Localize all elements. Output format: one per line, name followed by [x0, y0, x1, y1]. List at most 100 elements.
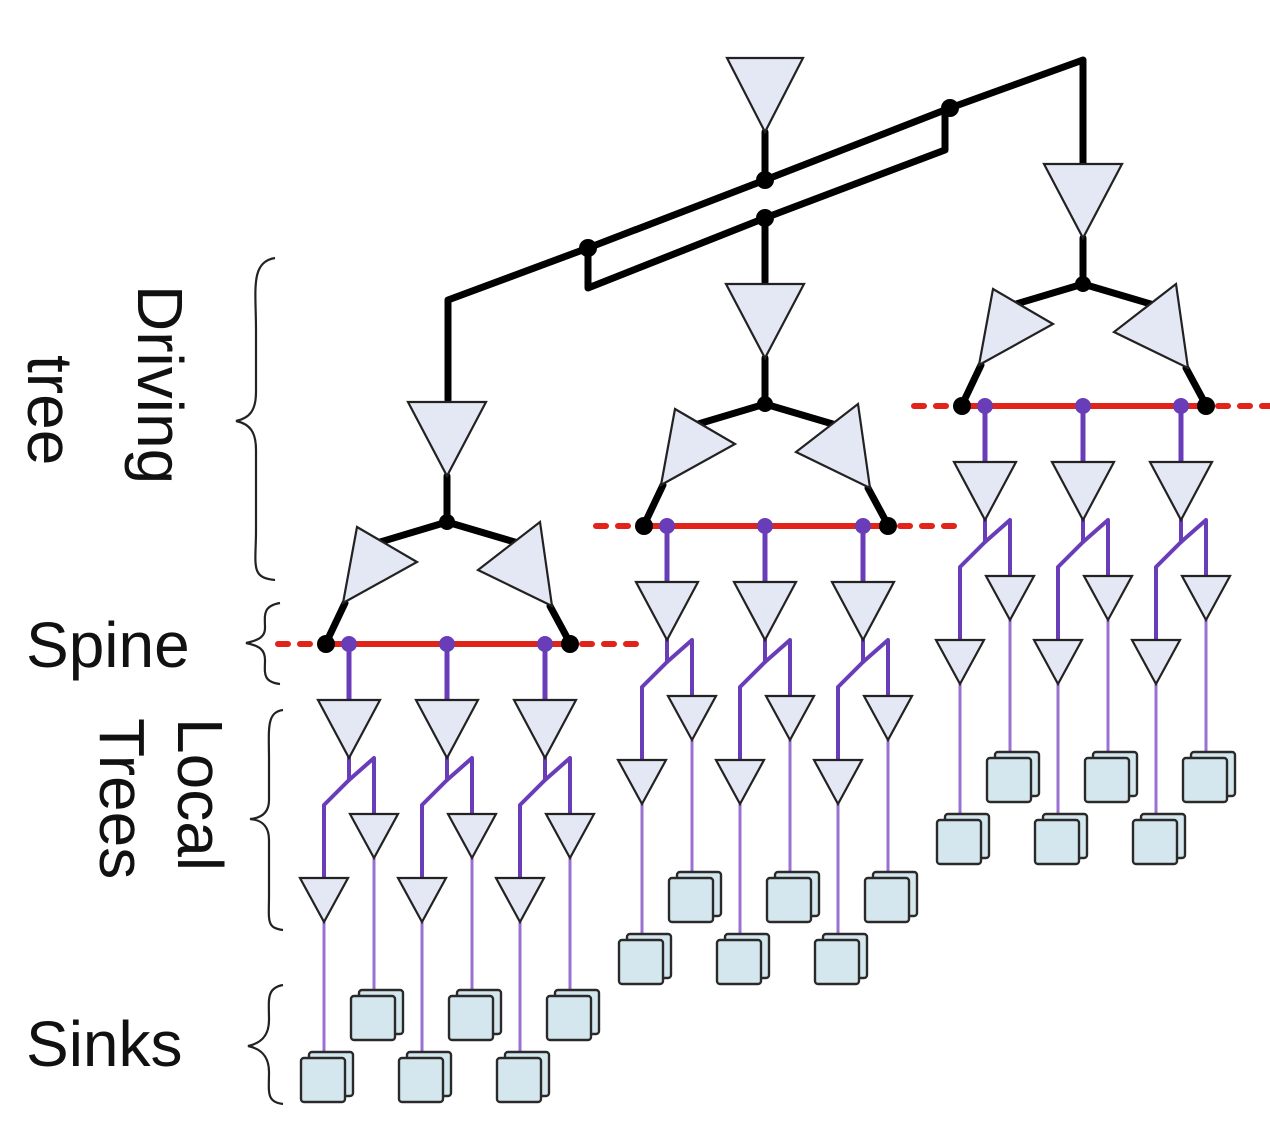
- junction-dot: [439, 514, 455, 530]
- cluster-right-tap-2-right-split-wire: [1081, 518, 1110, 578]
- cluster-middle-left-branch-buffer: [659, 407, 738, 488]
- cluster-middle-tap-1-sink-lower: [617, 932, 673, 986]
- cluster-right-tap-1-sink-lower: [935, 812, 991, 866]
- cluster-right-tap-3-right-split-wire: [1179, 518, 1208, 578]
- sink-front-square: [1083, 756, 1131, 804]
- cluster-left-tap-1-left-leaf-buffer: [298, 876, 350, 925]
- sink-front-square: [397, 1056, 445, 1104]
- label-driving-tree-line1: Driving: [124, 285, 196, 484]
- cluster-left-tap-2-right-split-wire: [445, 756, 474, 816]
- sink-front-square: [495, 1056, 543, 1104]
- sink-front-square: [299, 1056, 347, 1104]
- sink-front-square: [935, 818, 983, 866]
- cluster-middle-tap-1-left-split-wire: [640, 638, 669, 762]
- cluster-left-tap-2-local-buffer: [414, 698, 480, 761]
- cluster-left-tap-3-sink-upper: [545, 988, 601, 1042]
- cluster-middle-tap-1-left-leaf-buffer: [616, 758, 668, 807]
- label-driving-tree-line2: tree: [14, 355, 86, 465]
- cluster-middle-tap-3-sink-lower: [813, 932, 869, 986]
- spine-end-dot: [317, 635, 335, 653]
- sink-front-square: [545, 994, 593, 1042]
- shapes-layer: [298, 56, 1237, 1104]
- brace-sinks: [247, 983, 284, 1106]
- sink-front-square: [1181, 756, 1229, 804]
- braces: [235, 256, 284, 1106]
- spine-end-dot: [635, 517, 653, 535]
- cluster-right-tap-3-sink-lower: [1131, 812, 1187, 866]
- cluster-middle-tap-2-right-split-wire: [763, 638, 792, 698]
- cluster-middle-tap-2-sink-lower: [715, 932, 771, 986]
- cluster-middle-tap-1-right-leaf-buffer: [666, 694, 718, 743]
- cluster-right-tap-3-right-leaf-buffer: [1180, 574, 1232, 623]
- brace-driving-tree: [235, 256, 276, 582]
- cluster-middle-tap-3-sink-upper: [863, 870, 919, 924]
- cluster-middle-right-branch-buffer: [793, 401, 872, 490]
- cluster-middle-tap-3-left-leaf-buffer: [812, 758, 864, 807]
- cluster-right-tap-1-left-leaf-buffer: [934, 638, 986, 687]
- cluster-right-tap-2-local-buffer: [1050, 460, 1116, 523]
- cluster-left-tap-3-sink-lower: [495, 1050, 551, 1104]
- cluster-right-tap-3-left-split-wire: [1154, 518, 1183, 642]
- sink-front-square: [985, 756, 1033, 804]
- spine-end-dot: [561, 635, 579, 653]
- spine-end-dot: [1197, 397, 1215, 415]
- cluster-right-right-branch-buffer: [1111, 281, 1190, 370]
- cluster-middle-driver-buffer: [724, 282, 806, 361]
- cluster-left-tap-2-left-split-wire: [420, 756, 449, 880]
- junction-dot: [756, 171, 774, 189]
- label-local-trees-line2: Trees: [86, 718, 158, 879]
- sink-front-square: [667, 876, 715, 924]
- cluster-middle-tap-3-right-leaf-buffer: [862, 694, 914, 743]
- cluster-left-tap-2-sink-lower: [397, 1050, 453, 1104]
- cluster-right-tap-2-left-split-wire: [1056, 518, 1085, 642]
- cluster-right-tap-2-left-leaf-buffer: [1032, 638, 1084, 687]
- junction-dot: [941, 99, 959, 117]
- junction-dot: [1075, 276, 1091, 292]
- cluster-left-tap-1-sink-lower: [299, 1050, 355, 1104]
- cluster-left-tap-3-right-leaf-buffer: [544, 812, 596, 861]
- brace-spine: [245, 601, 281, 686]
- cluster-right-tap-3-local-buffer: [1148, 460, 1214, 523]
- cluster-left-tap-1-local-buffer: [316, 698, 382, 761]
- cluster-left-right-branch-buffer: [475, 519, 554, 608]
- sink-front-square: [765, 876, 813, 924]
- cluster-left-tap-1-left-split-wire: [322, 756, 351, 880]
- sink-front-square: [715, 938, 763, 986]
- root-buffer: [725, 56, 805, 135]
- sink-front-square: [1131, 818, 1179, 866]
- cluster-left-tap-3-left-split-wire: [518, 756, 547, 880]
- cluster-left-tap-1-sink-upper: [349, 988, 405, 1042]
- cluster-right-tap-1-left-split-wire: [958, 518, 987, 642]
- sink-front-square: [447, 994, 495, 1042]
- cluster-right-tap-1-right-split-wire: [983, 518, 1012, 578]
- cluster-middle-tap-2-local-buffer: [732, 580, 798, 643]
- cluster-left-tap-3-local-buffer: [512, 698, 578, 761]
- level-labels: Driving tree Spine Local Trees Sinks: [14, 285, 236, 1080]
- cluster-left-tap-1-right-leaf-buffer: [348, 812, 400, 861]
- cluster-left-tap-3-right-split-wire: [543, 756, 572, 816]
- cluster-right-tap-3-sink-upper: [1181, 750, 1237, 804]
- cluster-right-tap-2-sink-lower: [1033, 812, 1089, 866]
- cluster-middle-tap-3-local-buffer: [830, 580, 896, 643]
- cluster-right-tap-2-right-leaf-buffer: [1082, 574, 1134, 623]
- cluster-right-left-branch-buffer: [977, 287, 1056, 368]
- sink-front-square: [863, 876, 911, 924]
- junction-dot: [579, 239, 597, 257]
- cluster-right-tap-1-right-leaf-buffer: [984, 574, 1036, 623]
- cluster-left-tap-2-sink-upper: [447, 988, 503, 1042]
- spine-end-dot: [879, 517, 897, 535]
- sink-front-square: [349, 994, 397, 1042]
- cluster-left-tap-1-right-split-wire: [347, 756, 376, 816]
- cluster-right-tap-2-sink-upper: [1083, 750, 1139, 804]
- cluster-middle-tap-2-sink-upper: [765, 870, 821, 924]
- cluster-right-tap-1-local-buffer: [952, 460, 1018, 523]
- cluster-middle-tap-2-left-leaf-buffer: [714, 758, 766, 807]
- cluster-middle-tap-3-right-split-wire: [861, 638, 890, 698]
- spine-end-dot: [953, 397, 971, 415]
- cluster-middle-tap-1-sink-upper: [667, 870, 723, 924]
- cluster-right-driver-buffer: [1042, 162, 1124, 241]
- label-spine: Spine: [26, 609, 190, 681]
- label-sinks: Sinks: [26, 1008, 183, 1080]
- junction-dot: [757, 396, 773, 412]
